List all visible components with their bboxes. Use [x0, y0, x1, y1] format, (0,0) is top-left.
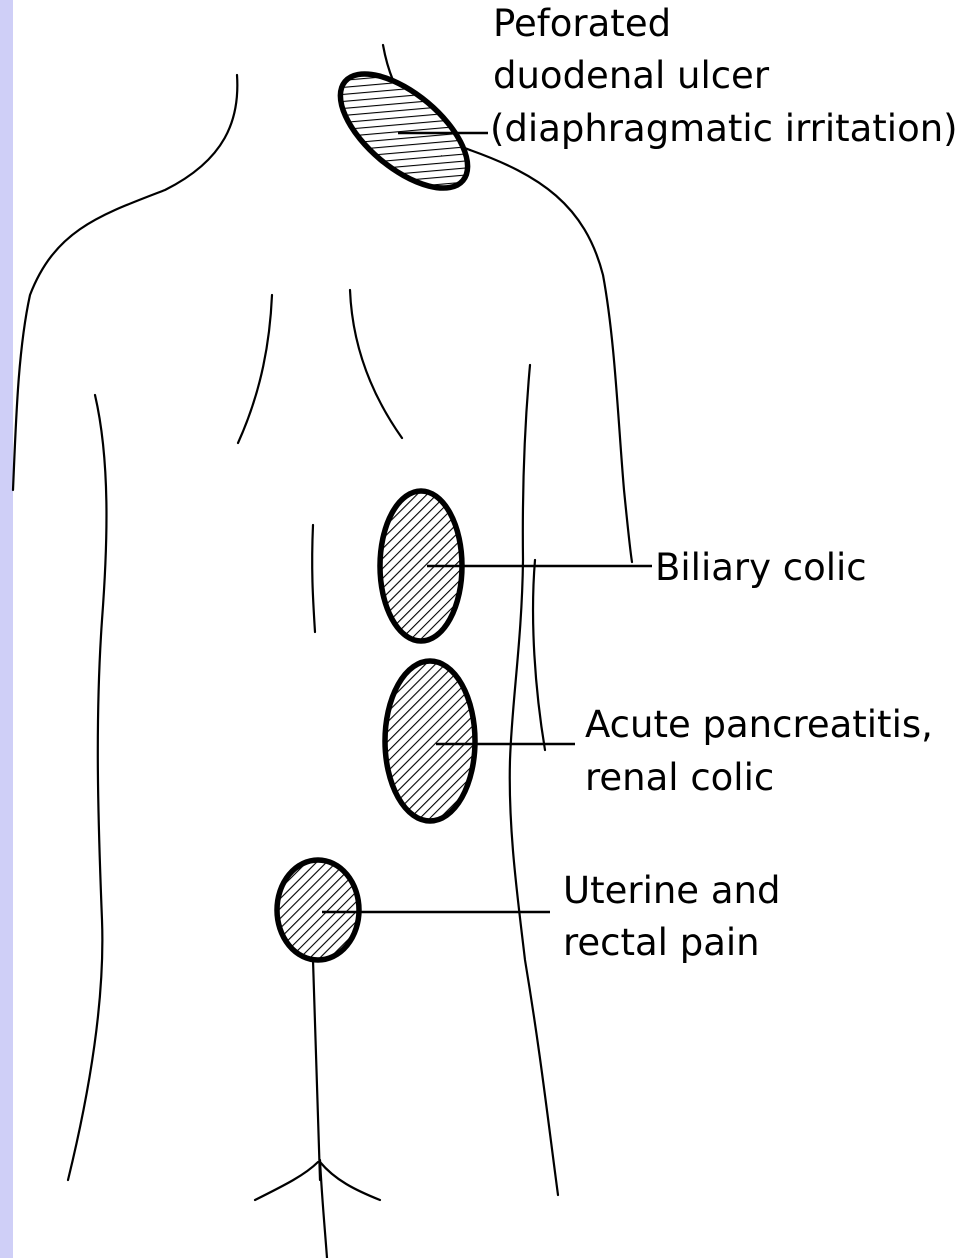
pancreatitis-label-line1: Acute pancreatitis, — [585, 703, 933, 746]
biliary-label: Biliary colic — [655, 546, 867, 589]
uterine-label: Uterine and rectal pain — [563, 869, 792, 964]
spine-line — [312, 525, 315, 632]
ulcer-label-line1: Peforated — [493, 2, 671, 45]
right-shoulder-line — [470, 150, 632, 562]
left-shoulder-line — [13, 75, 237, 490]
ulcer-label-line3: (diaphragmatic irritation) — [490, 107, 958, 150]
ulcer-pain-zone — [321, 53, 487, 209]
ulcer-label: Peforated duodenal ulcer (diaphragmatic … — [490, 2, 958, 150]
uterine-pain-zone — [277, 860, 359, 960]
gluteal-left-line — [255, 1162, 318, 1200]
uterine-label-line2: rectal pain — [563, 921, 760, 964]
biliary-label-line1: Biliary colic — [655, 546, 867, 589]
right-scapula-line — [350, 290, 402, 438]
ulcer-label-line2: duodenal ulcer — [493, 54, 770, 97]
uterine-label-line1: Uterine and — [563, 869, 780, 912]
pancreatitis-label: Acute pancreatitis, renal colic — [585, 703, 945, 799]
pancreatitis-label-line2: renal colic — [585, 756, 774, 799]
lower-spine-line — [313, 960, 320, 1180]
body-outline — [13, 45, 632, 1258]
pancreatitis-pain-zone — [385, 661, 475, 821]
right-arm-line — [510, 365, 558, 1195]
gluteal-right-line — [320, 1162, 380, 1200]
gluteal-cleft-line — [320, 1160, 327, 1258]
left-arm-line — [68, 395, 106, 1180]
left-scapula-line — [238, 295, 272, 443]
right-flank-line — [533, 560, 545, 750]
